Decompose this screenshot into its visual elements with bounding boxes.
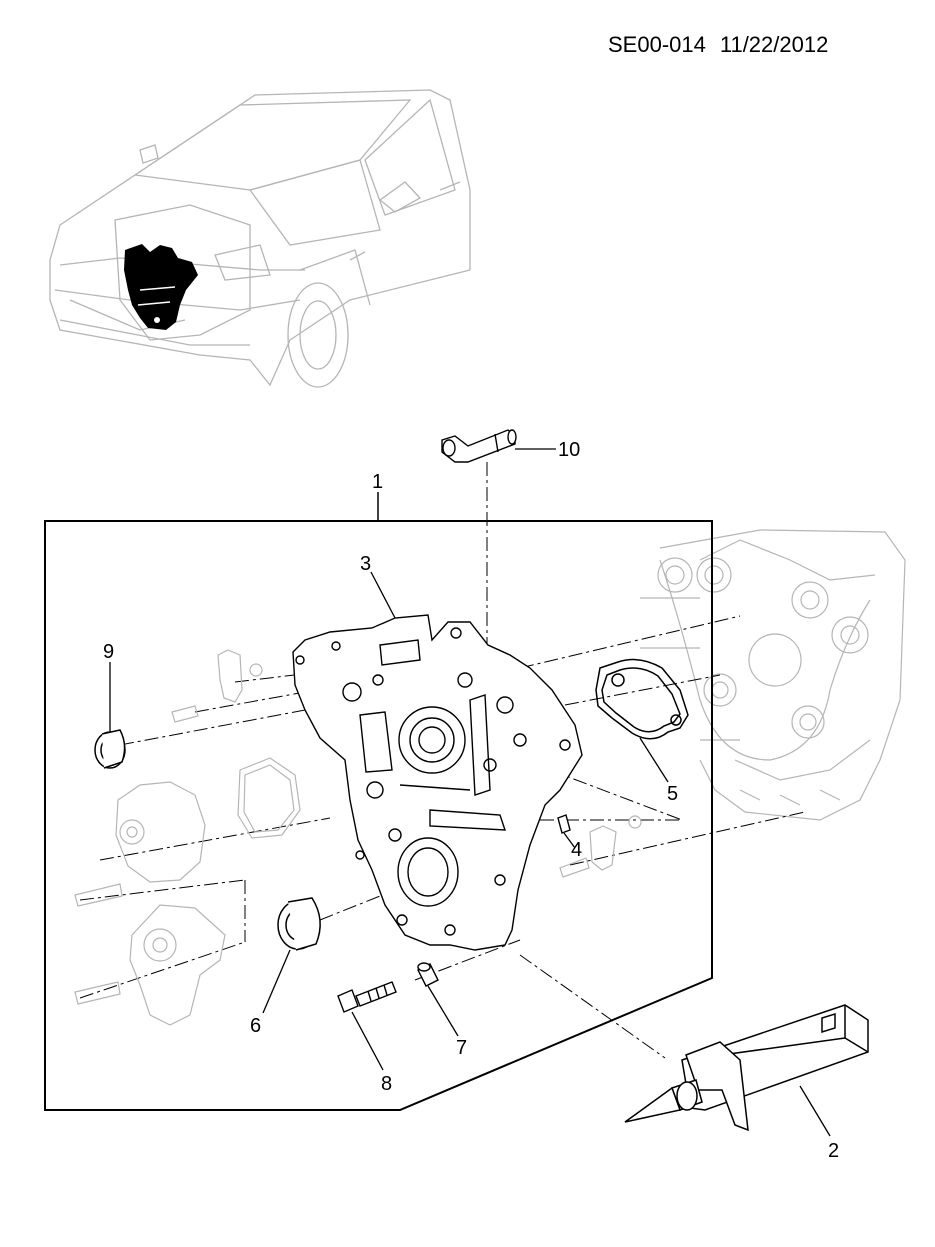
water-pump-ghost [74, 757, 301, 907]
callout-4: 4 [571, 839, 582, 861]
document-code: SE00-014 [608, 32, 706, 57]
callout-2: 2 [828, 1140, 839, 1162]
part-9-seal [94, 729, 126, 769]
camshaft-sensor-lower-ghost [559, 815, 642, 878]
document-date: 11/22/2012 [719, 32, 829, 57]
part-10-pin [441, 429, 517, 463]
camshaft-sensor-upper-ghost [171, 649, 263, 723]
callout-7: 7 [456, 1037, 467, 1059]
alignment-lines [79, 462, 806, 1059]
callout-8: 8 [381, 1073, 392, 1095]
vehicle-locator [49, 89, 471, 388]
engine-block-ghost [640, 529, 906, 821]
document-header: SE00-014 11/22/2012 [608, 32, 842, 58]
part-5-gasket [595, 658, 689, 740]
engine-location-highlight [124, 244, 198, 330]
callout-6: 6 [250, 1015, 261, 1037]
callout-9: 9 [103, 641, 114, 663]
part-8-bolt [337, 981, 397, 1013]
part-7-spacer [417, 962, 439, 987]
engine-front-cover [292, 614, 583, 951]
part-2-sealant-tube [624, 1004, 869, 1132]
part-6-seal [277, 897, 321, 951]
part-4-dowel [557, 814, 571, 834]
callout-3: 3 [360, 553, 371, 575]
callout-10: 10 [558, 439, 580, 461]
callout-5: 5 [667, 783, 678, 805]
tensioner-ghost [74, 904, 226, 1026]
callout-1: 1 [372, 471, 383, 493]
assembly-group-frame [44, 520, 713, 1111]
